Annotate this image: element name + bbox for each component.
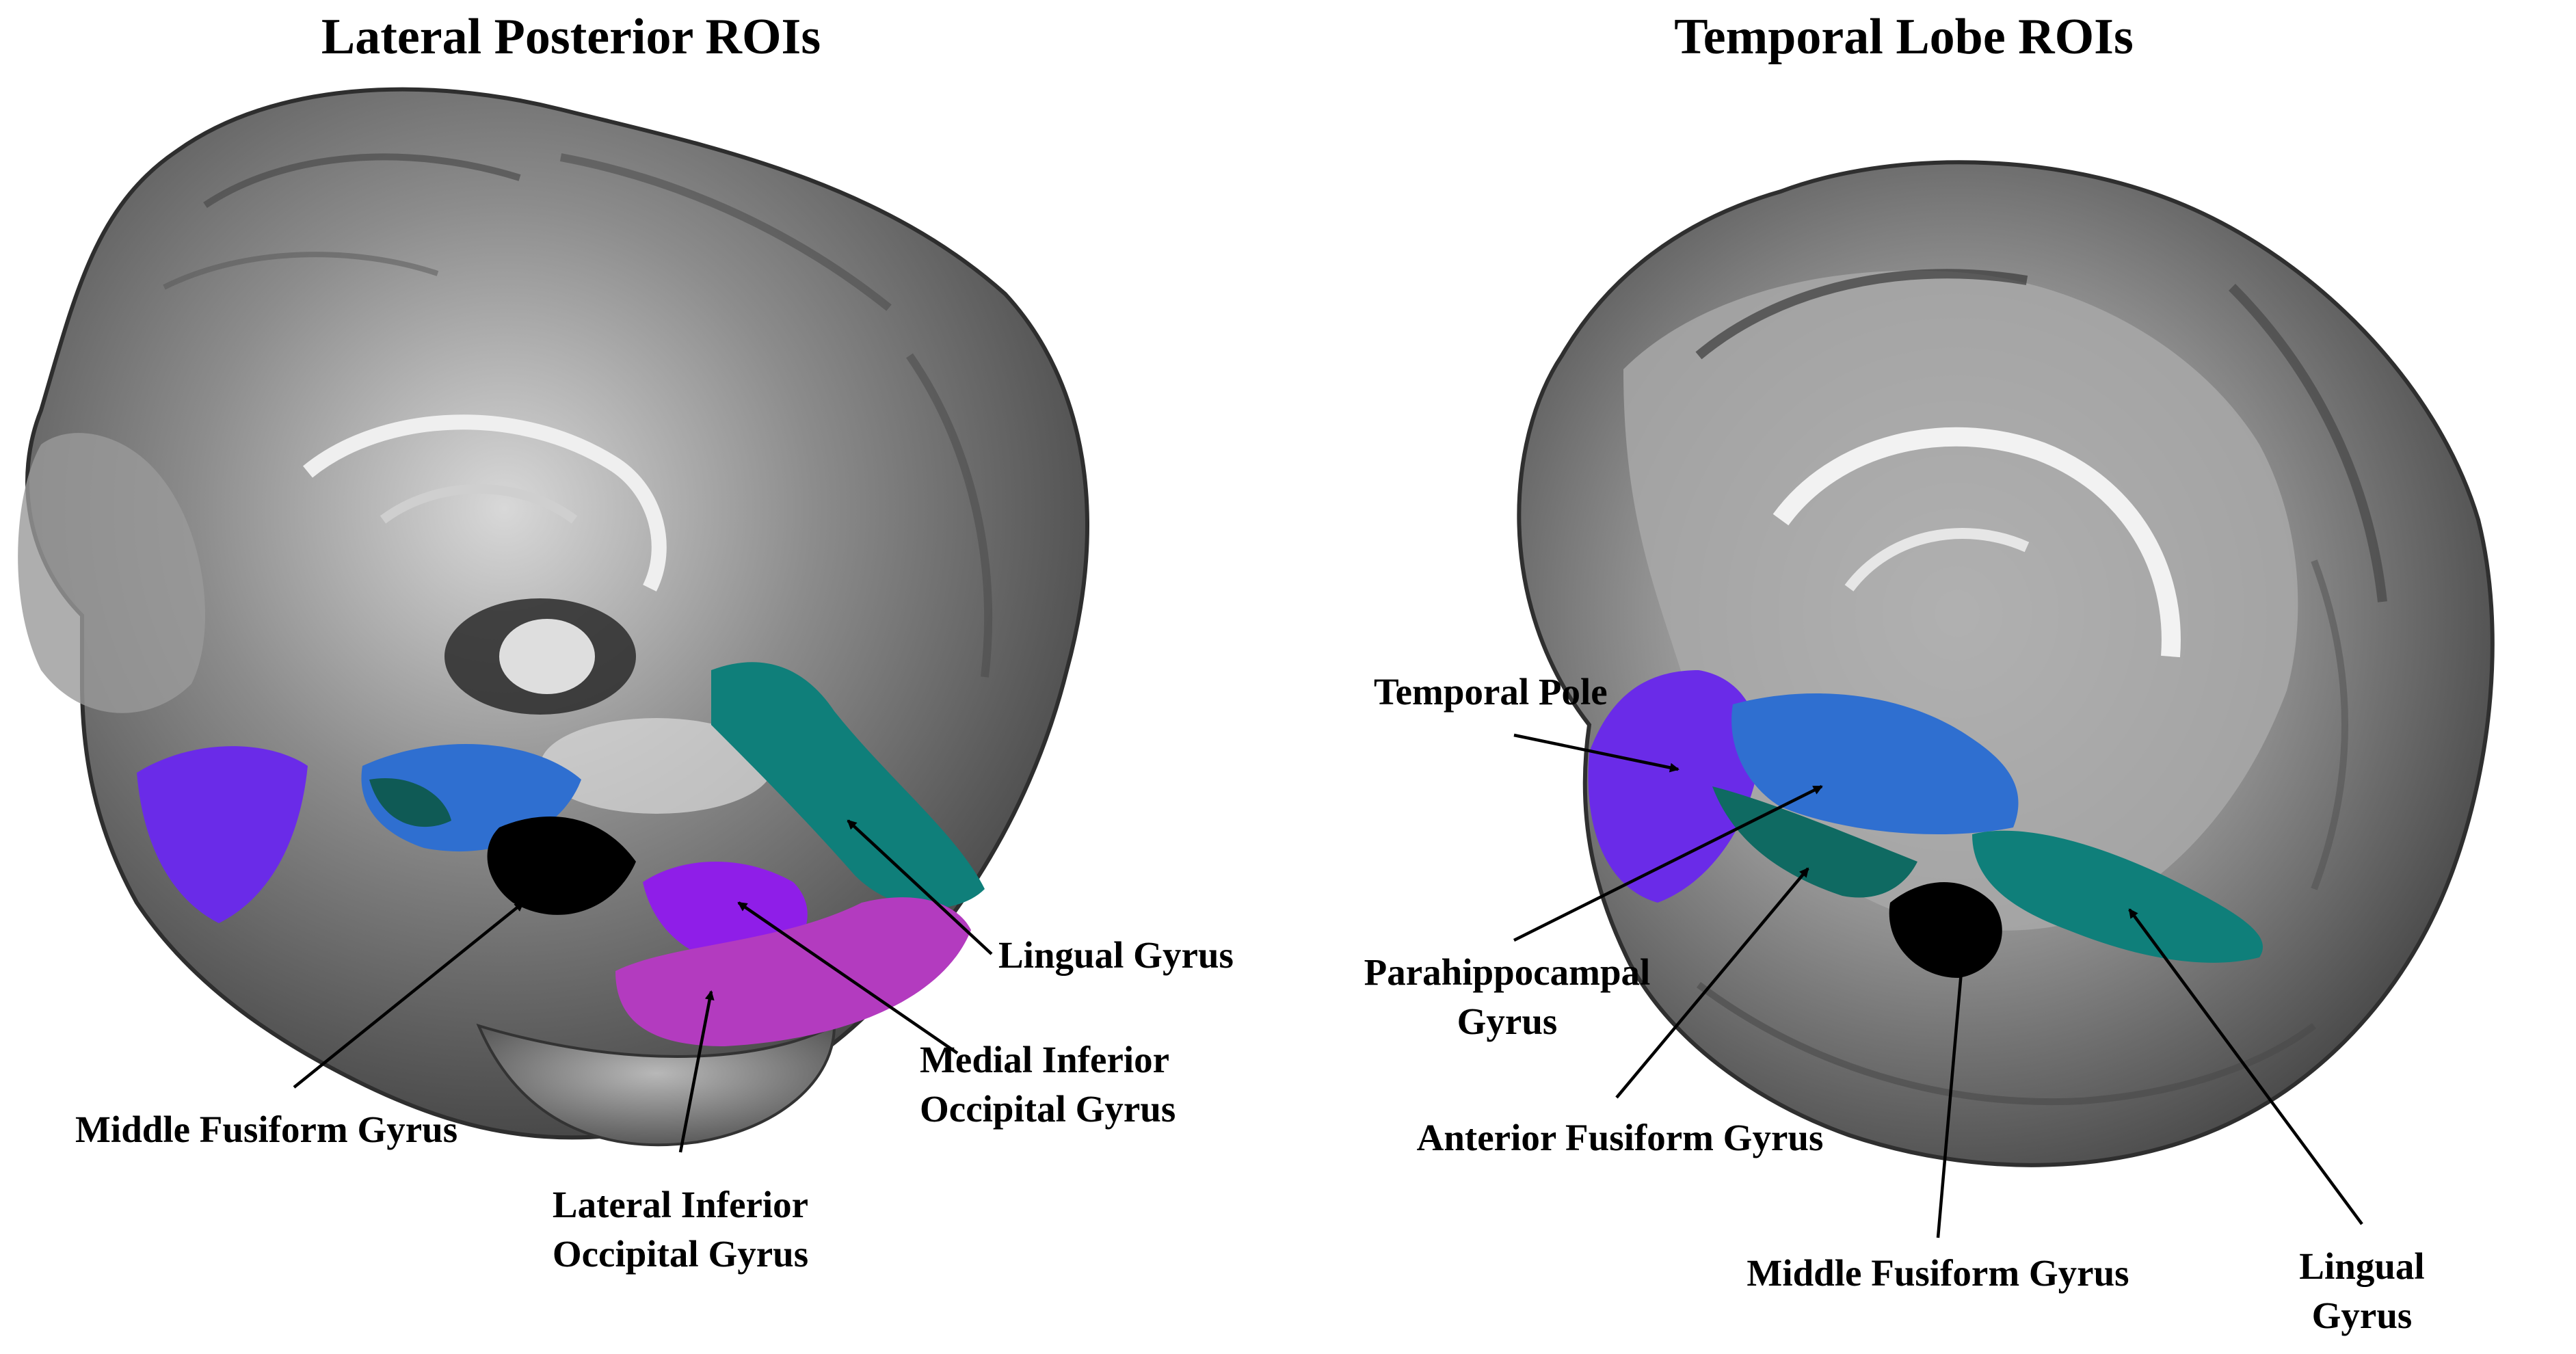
arrow-lingual <box>2128 908 2363 1225</box>
label-medial-ioc-line2: Occipital Gyrus <box>920 1088 1176 1130</box>
label-parahippocampal-line1: Parahippocampal <box>1364 951 1651 993</box>
temporal-lobe-panel: Temporal Lobe ROIs Temporal P <box>1288 0 2576 1354</box>
panel-title: Temporal Lobe ROIs <box>1674 9 2134 65</box>
arrow-parahippocampal <box>1513 784 1823 942</box>
label-anterior-fusiform-gyrus: Anterior Fusiform Gyrus <box>1417 1117 1824 1158</box>
lateral-ioc-roi <box>615 897 971 1046</box>
lateral-posterior-panel: Lateral Posterior ROIs <box>18 9 1234 1275</box>
roi-overlays-lateral <box>137 662 985 1046</box>
label-middle-fusiform-gyrus: Middle Fusiform Gyrus <box>1747 1252 2129 1294</box>
label-arrows-lateral <box>293 819 993 1153</box>
anterior-fusiform-roi <box>369 778 451 827</box>
label-lingual-line2: Gyrus <box>2312 1295 2413 1336</box>
label-lingual-gyrus: Lingual Gyrus <box>998 934 1234 976</box>
label-middle-fusiform-gyrus: Middle Fusiform Gyrus <box>75 1109 457 1150</box>
arrow-middle-fusiform <box>1936 963 1966 1238</box>
arrow-middle-fusiform <box>293 901 525 1089</box>
arrow-anterior-fusiform <box>1615 867 1809 1099</box>
middle-fusiform-roi <box>1889 882 2002 978</box>
temporal-pole-roi <box>137 746 308 923</box>
arrow-lingual <box>847 819 993 955</box>
panel-title: Lateral Posterior ROIs <box>321 9 821 65</box>
label-lingual-line1: Lingual <box>2299 1245 2424 1287</box>
label-lateral-ioc-line1: Lateral Inferior <box>553 1184 808 1225</box>
lateral-posterior-figure: Lateral Posterior ROIs <box>18 9 1234 1275</box>
arrow-temporal-pole <box>1513 733 1679 773</box>
label-parahippocampal-line2: Gyrus <box>1457 1000 1558 1042</box>
temporal-pole-roi <box>1588 670 1760 903</box>
middle-fusiform-roi <box>487 817 636 915</box>
lingual-gyrus-roi <box>711 662 985 908</box>
label-temporal-pole: Temporal Pole <box>1374 671 1608 713</box>
parahippocampal-roi <box>1731 693 2019 834</box>
label-medial-ioc-line1: Medial Inferior <box>920 1039 1169 1080</box>
temporal-lobe-figure: Temporal Lobe ROIs Temporal P <box>1364 9 2495 1336</box>
label-arrows-temporal <box>1513 733 2363 1238</box>
arrow-lateral-ioc <box>678 990 715 1153</box>
label-lateral-ioc-line2: Occipital Gyrus <box>553 1233 808 1275</box>
lingual-gyrus-roi <box>1972 830 2263 963</box>
brain-render-temporal <box>1517 160 2495 1167</box>
arrow-medial-ioc <box>737 901 959 1054</box>
brain-render-lateral <box>18 87 1089 1147</box>
